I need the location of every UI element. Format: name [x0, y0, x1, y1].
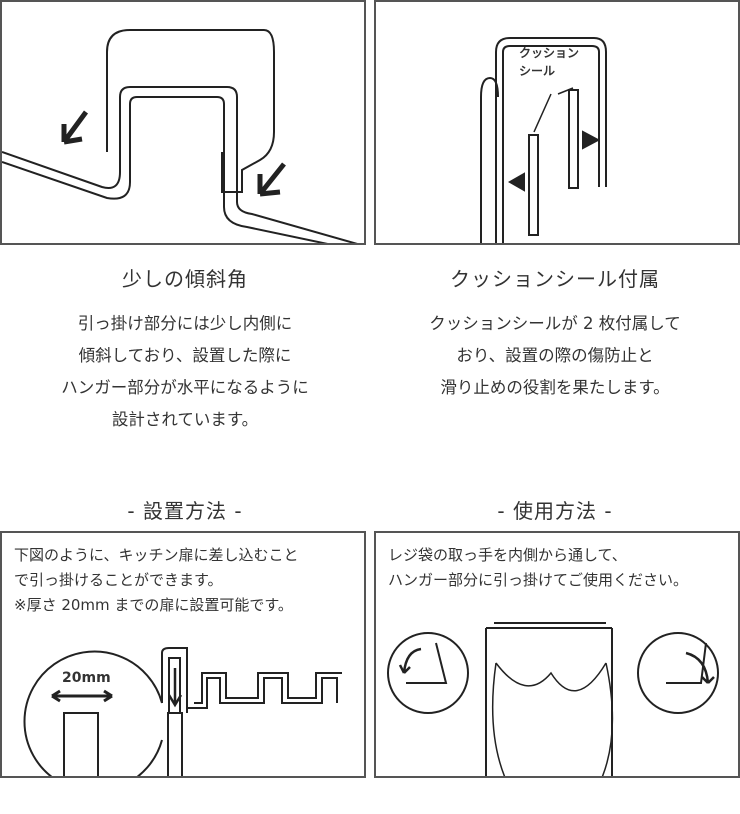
- usage-box: レジ袋の取っ手を内側から通して、ハンガー部分に引っ掛けてご使用ください。: [374, 531, 740, 778]
- feature-desc-cushion: クッションシールが 2 枚付属しており、設置の際の傷防止と滑り止めの役割を果たし…: [429, 314, 681, 397]
- dimension-label: 20mm: [62, 670, 111, 686]
- install-box: 下図のように、キッチン扉に差し込むことで引っ掛けることができます。※厚さ 20m…: [0, 531, 366, 778]
- install-instructions: 下図のように、キッチン扉に差し込むことで引っ掛けることができます。※厚さ 20m…: [14, 546, 299, 614]
- cushion-seal-label: クッションシール: [519, 46, 580, 78]
- cushion-seal-illustration: クッションシール: [374, 0, 740, 245]
- feature-title-tilt: 少しの傾斜角: [122, 267, 248, 291]
- section-title-usage: - 使用方法 -: [497, 499, 613, 523]
- feature-desc-tilt: 引っ掛け部分には少し内側に傾斜しており、設置した際にハンガー部分が水平になるよう…: [61, 314, 309, 429]
- feature-title-cushion: クッションシール付属: [450, 267, 660, 291]
- section-title-install: - 設置方法 -: [127, 499, 243, 523]
- tilt-angle-illustration: [0, 0, 366, 245]
- usage-instructions: レジ袋の取っ手を内側から通して、ハンガー部分に引っ掛けてご使用ください。: [388, 546, 689, 589]
